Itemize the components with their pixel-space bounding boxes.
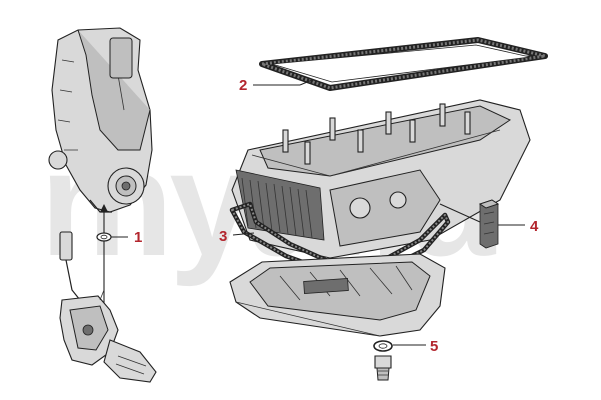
callout-label: 2: [239, 77, 247, 94]
callout-label: 4: [530, 218, 539, 235]
callout-label: 3: [219, 228, 227, 245]
seal-ring-drawing: [96, 232, 112, 242]
callout-3: 3: [219, 228, 255, 245]
callout-5: 5: [393, 338, 438, 355]
lower-sump-pan-drawing: [229, 253, 446, 337]
rubber-block-drawing: [478, 199, 500, 249]
callout-4: 4: [498, 218, 539, 235]
oil-pump-drawing: [59, 231, 157, 383]
upper-sump-drawing: [231, 99, 531, 259]
upper-gasket-drawing: [259, 37, 548, 91]
drain-plug-drawing: [373, 340, 393, 381]
bolt-studs-drawing: [282, 103, 471, 165]
callout-label: 5: [430, 338, 438, 355]
leader-4-connector: [439, 203, 481, 223]
callout-2: 2: [239, 77, 313, 94]
callout-1: 1: [111, 229, 142, 246]
callout-label: 1: [134, 229, 142, 246]
timing-cover-drawing: [48, 27, 153, 213]
axis-arrow-icon: [100, 204, 108, 212]
